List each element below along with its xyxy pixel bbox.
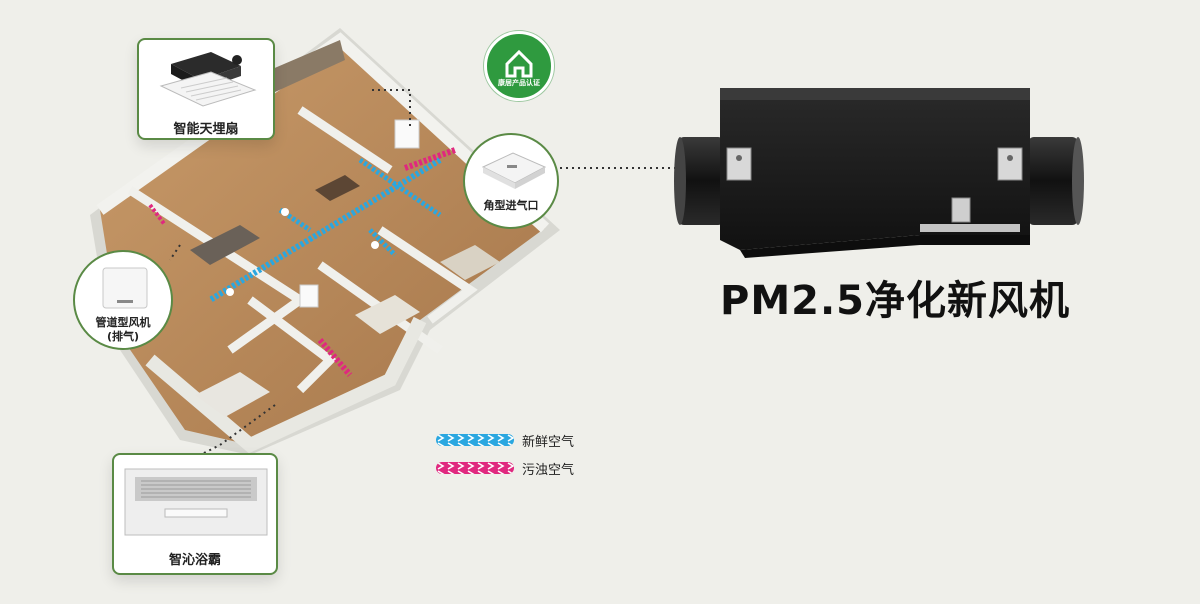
badge-text: 康居产品认证: [498, 79, 540, 87]
certification-badge: 康居产品认证: [484, 31, 554, 101]
duct-fan-image: [102, 267, 148, 309]
fresh-air-ducts: [208, 157, 442, 303]
legend-stale-air: 污浊空气: [436, 459, 575, 478]
ceiling-fan-image: [159, 52, 257, 107]
leader-lines: [169, 89, 680, 456]
duct-fan-callout[interactable]: 管道型风机 (排气): [73, 250, 173, 350]
legend-stale-label: 污浊空气: [522, 462, 575, 478]
corner-inlet-label: 角型进气口: [483, 199, 539, 212]
ceiling-fan-label: 智能天埋扇: [173, 122, 239, 137]
fresh-air-unit-image: [674, 88, 1084, 258]
bath-heater-callout[interactable]: 智沁浴霸: [112, 453, 278, 575]
corner-inlet-callout[interactable]: 角型进气口: [463, 133, 559, 229]
stale-air-ducts: [148, 147, 457, 377]
legend-fresh-label: 新鲜空气: [522, 434, 575, 450]
house-icon: [505, 49, 533, 78]
bath-heater-image: [124, 468, 268, 536]
bath-heater-label: 智沁浴霸: [168, 553, 221, 568]
corner-inlet-image: [481, 152, 547, 189]
duct-fan-label-2: (排气): [106, 330, 140, 343]
duct-fan-label-1: 管道型风机: [95, 316, 151, 329]
fresh-air-swatch: [436, 434, 514, 446]
legend-fresh-air: 新鲜空气: [436, 431, 575, 450]
stale-air-swatch: [436, 462, 514, 474]
product-title: PM2.5净化新风机: [720, 278, 1070, 324]
ceiling-fan-callout[interactable]: 智能天埋扇: [137, 38, 275, 140]
